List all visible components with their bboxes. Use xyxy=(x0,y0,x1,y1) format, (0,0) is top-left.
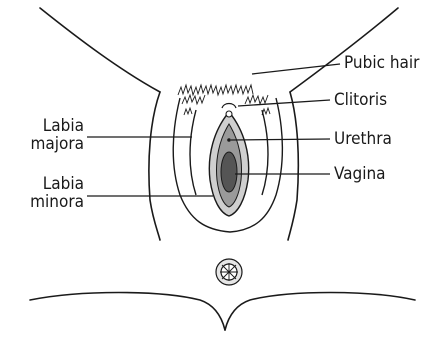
label-clitoris: Clitoris xyxy=(334,92,387,109)
vagina-shape xyxy=(221,152,237,192)
clitoris-shape xyxy=(222,104,236,118)
pointer-urethra xyxy=(231,139,330,140)
pubic-hair-shape xyxy=(178,85,270,115)
pointer-clitoris xyxy=(238,100,330,106)
label-labia-majora-line1: Labia xyxy=(24,118,84,135)
label-pubic-hair: Pubic hair xyxy=(344,55,419,72)
pointer-pubic-hair xyxy=(252,64,340,74)
label-vagina: Vagina xyxy=(334,166,386,183)
label-labia-minora-line2: minora xyxy=(12,194,84,211)
anus-shape xyxy=(216,259,242,285)
label-labia-minora-line1: Labia xyxy=(24,176,84,193)
label-labia-majora-line2: majora xyxy=(12,136,84,153)
urethra-shape xyxy=(227,138,231,142)
label-urethra: Urethra xyxy=(334,131,392,148)
